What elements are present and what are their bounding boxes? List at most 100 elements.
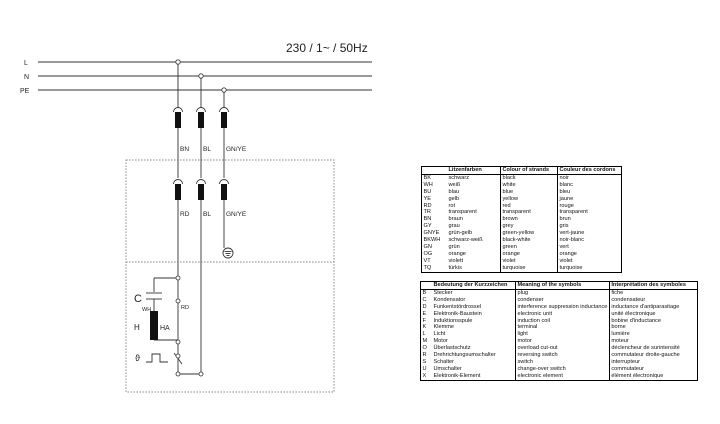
color-row-cell: violet: [557, 257, 622, 265]
color-row-cell: TR: [423, 209, 431, 216]
symbol-row-cell: Schalter: [432, 358, 516, 366]
capacitor-label: C: [134, 293, 142, 305]
symbol-row-cell: electronic element: [515, 372, 610, 381]
color-row-cell: green-yellow: [500, 230, 558, 238]
symbol-row-cell: U: [422, 365, 427, 372]
color-row-cell: YE: [423, 195, 431, 202]
color-row-cell: braun: [447, 216, 501, 224]
symbol-row-cell: Elektronik-Element: [432, 372, 516, 381]
symbol-row-cell: commutateur: [608, 365, 698, 373]
symbol-row-cell: déclencheur de surintensité: [608, 345, 698, 353]
symbol-row-cell: E: [422, 310, 427, 317]
symbol-row-cell: Drehrichtungsumschalter: [432, 352, 516, 359]
symbols-table: Bedeutung der Kurzzeichen Meaning of the…: [420, 281, 698, 381]
voltage-label: 230 / 1~ / 50Hz: [286, 41, 368, 55]
colors-header-fr: Couleur des cordons: [557, 166, 622, 175]
color-row-cell: black-white: [500, 237, 558, 244]
symbol-row-cell: light: [515, 331, 610, 339]
color-row-cell: violett: [447, 257, 501, 265]
symbol-row-cell: D: [422, 303, 427, 310]
wire-label-gnye-upper: GN/YE: [226, 146, 247, 153]
symbol-row-cell: unité électronique: [608, 310, 698, 318]
color-row-cell: orange: [447, 250, 501, 258]
wire-label-rd-heater: RD: [181, 305, 189, 311]
symbol-row-cell: F: [422, 317, 426, 324]
color-row-cell: schwarz: [447, 174, 501, 182]
symbol-row-cell: moteur: [608, 338, 698, 346]
color-row-cell: transparent: [447, 209, 501, 217]
symbol-row-cell: Kondensator: [432, 296, 516, 304]
color-row-cell: grün-gelb: [447, 230, 501, 238]
colors-header-de: Litzenfarben: [447, 166, 501, 175]
color-row-cell: TQ: [423, 264, 432, 271]
symbol-row-cell: Induktionsspule: [432, 317, 516, 325]
color-row-cell: OG: [423, 250, 433, 257]
symbol-row-cell: C: [422, 296, 427, 303]
color-row-cell: vert-jaune: [557, 230, 622, 238]
color-row-cell: GN: [423, 243, 432, 250]
color-row-cell: noir: [557, 174, 622, 182]
heater-label-ha: HA: [160, 325, 170, 332]
symbol-row-cell: S: [422, 358, 427, 365]
color-row-cell: violet: [500, 257, 558, 265]
symbol-row-cell: commutateur droite-gauche: [608, 352, 698, 359]
color-row-cell: blue: [500, 188, 558, 196]
symbol-row-cell: Klemme: [432, 324, 516, 332]
color-row-cell: schwarz-weiß: [447, 237, 501, 244]
symbol-row-cell: interference suppression inductance: [515, 303, 610, 311]
color-row-cell: orange: [557, 250, 622, 258]
symbol-row-cell: change-over switch: [515, 365, 610, 373]
color-row-cell: transparent: [500, 209, 558, 217]
symbol-row-cell: X: [422, 372, 427, 379]
color-row-cell: GY: [423, 223, 432, 230]
wire-label-bn: BN: [180, 146, 189, 153]
symbol-row-cell: Funkentstördrossel: [432, 303, 516, 311]
symbol-row-cell: condensateur: [608, 296, 698, 304]
symbol-row-cell: switch: [515, 358, 610, 366]
color-row-cell: green: [500, 243, 558, 251]
symbol-row-cell: motor: [515, 338, 610, 346]
symbol-row-cell: Elektronik-Baustein: [432, 310, 516, 318]
line-label-l: L: [24, 60, 28, 67]
symbol-row-cell: Umschalter: [432, 365, 516, 373]
color-row-cell: türkis: [447, 264, 501, 273]
symbol-row-cell: electronic unit: [515, 310, 610, 318]
color-row-cell: gelb: [447, 195, 501, 203]
color-row-cell: brown: [500, 216, 558, 224]
colors-header-code: [421, 166, 447, 175]
symbol-row-cell: fiche: [608, 289, 698, 297]
color-row-cell: noir-blanc: [557, 237, 622, 244]
colors-header-en: Colour of strands: [500, 166, 558, 175]
symbols-header-en: Meaning of the symbols: [515, 281, 610, 290]
color-row-cell: blanc: [557, 181, 622, 189]
symbol-row-cell: plug: [515, 289, 610, 297]
line-label-pe: PE: [20, 88, 30, 95]
color-row-cell: grey: [500, 223, 558, 231]
wire-label-gnye-lower: GN/YE: [226, 211, 247, 218]
color-row-cell: GNYE: [423, 230, 440, 237]
color-row-cell: rot: [447, 202, 501, 210]
color-row-cell: weiß: [447, 181, 501, 189]
symbols-header-fr: Interprétation des symboles: [608, 281, 698, 290]
symbols-header-de: Bedeutung der Kurzzeichen: [432, 281, 516, 290]
color-row-cell: black: [500, 174, 558, 182]
